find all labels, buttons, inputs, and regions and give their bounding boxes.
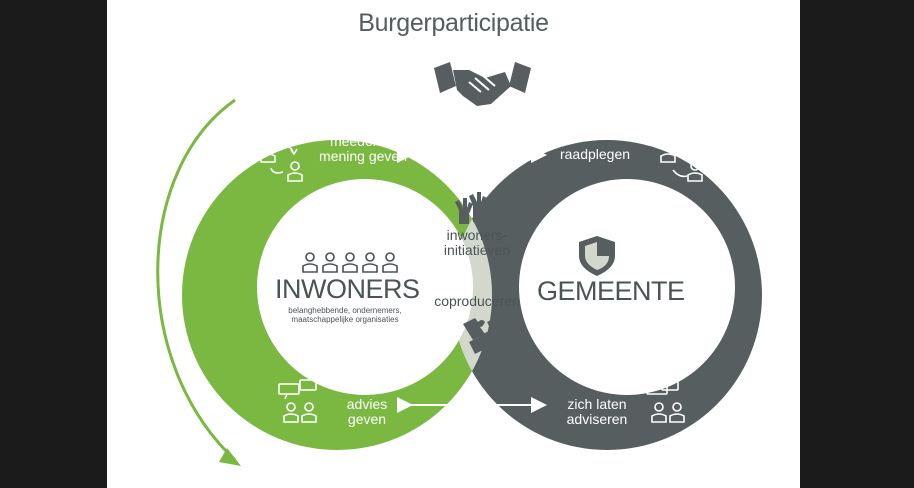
label-zich-laten-adviseren: zich laten adviseren xyxy=(552,397,642,427)
label-initiatieven-line1: inwoners- xyxy=(446,227,508,243)
label-gemeente: GEMEENTE xyxy=(537,276,685,306)
label-inwoners: INWONERS xyxy=(275,274,420,304)
shield-icon xyxy=(579,236,615,276)
label-advies-line2: geven xyxy=(347,411,387,427)
inwoners-inner xyxy=(257,179,473,395)
diagram-title: Burgerparticipatie xyxy=(358,9,549,37)
people-exchange-icon-right xyxy=(660,142,703,182)
raised-hands-icon xyxy=(455,192,501,224)
label-advies-line1: advies xyxy=(346,396,388,412)
label-raadplegen: raadplegen xyxy=(545,147,645,162)
speech-bubbles-people-icon-right xyxy=(646,379,685,423)
label-meedenken: meedenken, mening geven xyxy=(307,134,407,164)
venn-diagram xyxy=(156,62,762,466)
label-coproduceren: coproduceren xyxy=(422,294,532,309)
label-meedenken-line1: meedenken, xyxy=(329,133,407,149)
puzzle-icon xyxy=(463,316,505,354)
people-exchange-icon xyxy=(260,142,303,182)
label-zich-laten-line1: zich laten xyxy=(567,396,627,412)
label-raadplegen-line1: raadplegen xyxy=(559,146,631,162)
label-zich-laten-line2: adviseren xyxy=(566,411,628,427)
people-group-icon xyxy=(302,252,398,273)
label-initiatieven-line2: initiatieven xyxy=(443,242,511,258)
handshake-icon xyxy=(434,62,531,106)
speech-bubbles-people-icon xyxy=(278,379,317,423)
label-inwoners-subtitle-line1: belanghebbende, ondernemers, xyxy=(288,306,402,315)
gemeente-inner xyxy=(519,179,735,395)
label-inwoners-subtitle: belanghebbende, ondernemers, maatschappe… xyxy=(267,306,423,324)
label-inwoners-initiatieven: inwoners- initiatieven xyxy=(427,228,527,258)
label-coproduceren-text: coproduceren xyxy=(434,293,520,309)
label-inwoners-subtitle-line2: maatschappelijke organisaties xyxy=(291,315,399,324)
cycle-arrow-head xyxy=(219,448,241,466)
diagram-panel: Burgerparticipatie xyxy=(107,0,800,488)
label-meedenken-line2: mening geven xyxy=(319,148,407,164)
label-advies-geven: advies geven xyxy=(337,397,397,427)
cycle-arrow xyxy=(156,98,237,462)
